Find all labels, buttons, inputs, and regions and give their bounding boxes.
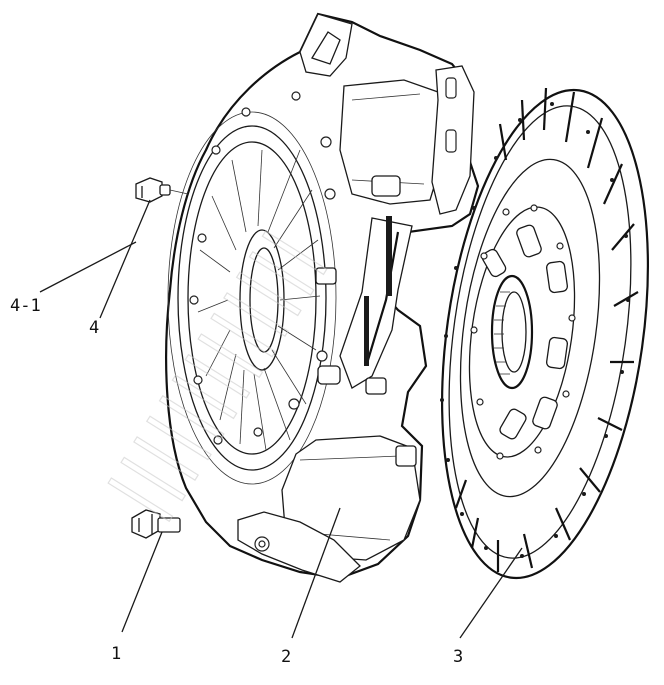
bolt-part-1 bbox=[131, 509, 181, 539]
callout-label-1: 1 bbox=[111, 644, 122, 664]
callout-label-4: 4 bbox=[89, 318, 100, 338]
callout-label-2: 2 bbox=[281, 647, 292, 667]
clutch-disc bbox=[440, 87, 650, 580]
leader-lines bbox=[39, 199, 523, 639]
callout-label-3: 3 bbox=[453, 647, 464, 667]
clutch-cover-assembly bbox=[165, 12, 480, 583]
callout-label-4-1: 4-1 bbox=[10, 296, 41, 316]
bolt-part-4 bbox=[135, 177, 189, 203]
